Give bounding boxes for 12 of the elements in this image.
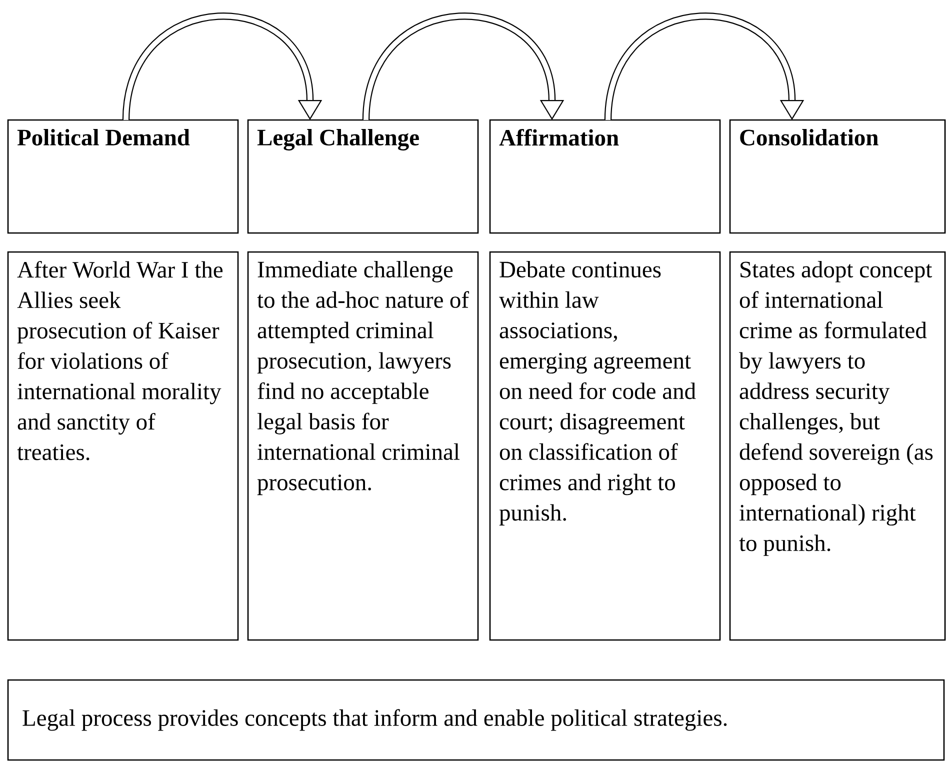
header-box: Affirmation bbox=[489, 119, 721, 234]
summary-box: Legal process provides concepts that inform and enable political strategies. bbox=[7, 679, 945, 761]
curved-arrow bbox=[122, 12, 322, 120]
description-box: States adopt concept of international crime as formulated by lawyers to address security challenges, but defend sovereign (as opposed to international) right to punish. bbox=[729, 251, 946, 641]
header-box: Legal Challenge bbox=[247, 119, 479, 234]
curved-arrow bbox=[604, 12, 804, 120]
curved-arrow bbox=[362, 12, 564, 120]
description-box: After World War I the Allies seek prosecution of Kaiser for violations of international morality and sanctity of treaties. bbox=[7, 251, 239, 641]
description-box: Debate continues within law associations, emerging agreement on need for code and court; disagreement on classification of crimes and right to punish. bbox=[489, 251, 721, 641]
header-box: Political Demand bbox=[7, 119, 239, 234]
description-box: Immediate challenge to the ad-hoc nature of attempted criminal prosecution, lawyers find no acceptable legal basis for international criminal prosecution. bbox=[247, 251, 479, 641]
header-box: Consolidation bbox=[729, 119, 946, 234]
